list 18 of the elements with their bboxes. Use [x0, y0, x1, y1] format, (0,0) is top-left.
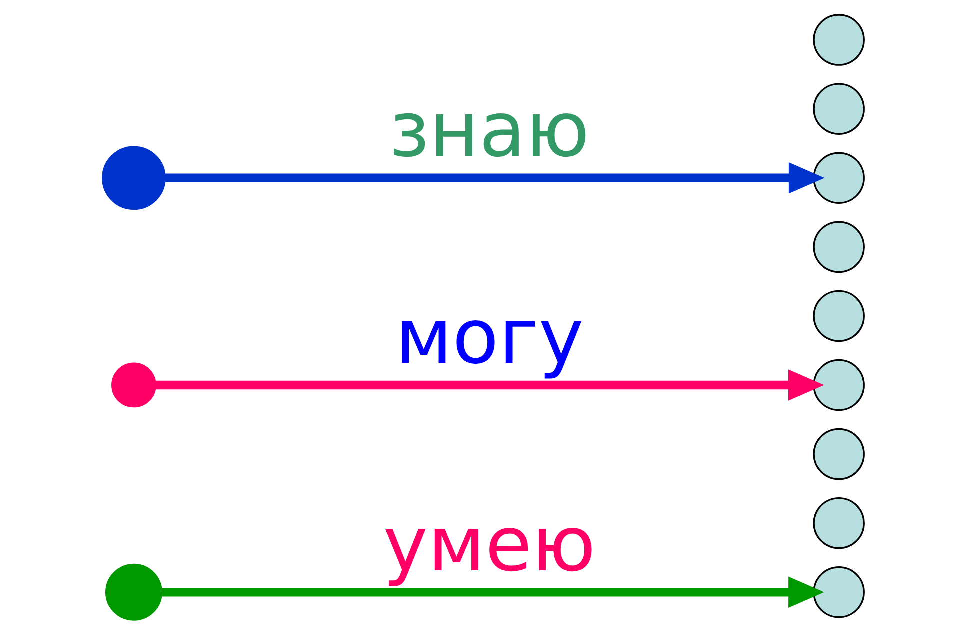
arrow — [165, 162, 825, 194]
node-circle — [102, 146, 166, 210]
node-circle — [813, 428, 865, 480]
node-circle — [813, 83, 865, 135]
node-circle — [112, 362, 156, 408]
edge-label: умею — [383, 500, 596, 588]
edge-label: знаю — [389, 86, 590, 174]
node-circle — [813, 566, 865, 618]
node-circle — [106, 564, 162, 621]
node-circle — [813, 497, 865, 550]
node-circle — [813, 152, 865, 204]
node-circle — [813, 14, 865, 66]
arrow — [162, 576, 824, 608]
node-circle — [813, 290, 865, 342]
node-circle — [813, 221, 865, 274]
arrow — [156, 370, 824, 401]
node-circle — [813, 359, 865, 412]
edge-label: могу — [395, 293, 584, 382]
